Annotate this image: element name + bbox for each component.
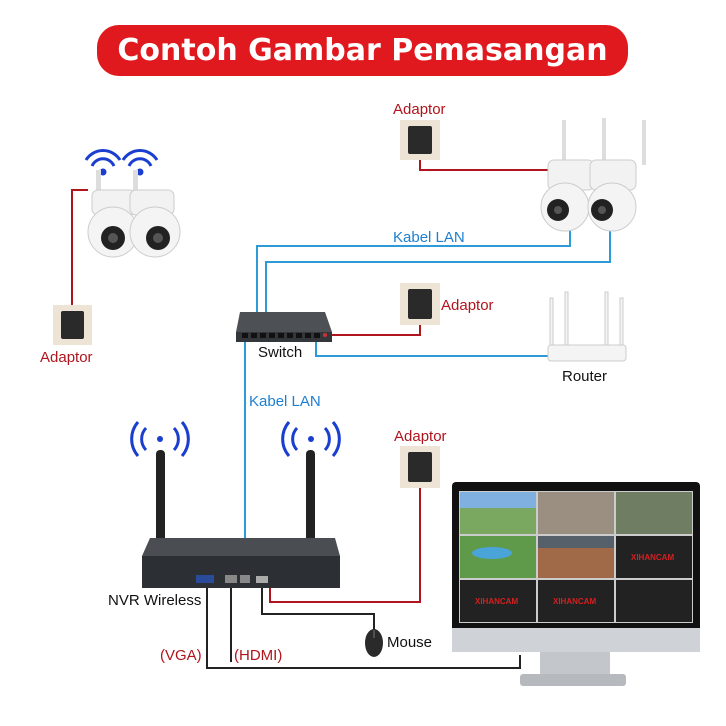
adaptor-label: Adaptor [393,101,446,118]
monitor-icon [452,482,700,686]
lan-cable-label: Kabel LAN [393,229,465,246]
adaptor-label: Adaptor [394,428,447,445]
lan-cable-router [315,335,548,357]
wifi-icon [130,421,341,457]
vga-cable [206,585,521,669]
lan-cable-cam2 [265,228,611,320]
power-cable-nvr [269,488,421,603]
adaptor-label: Adaptor [441,297,494,314]
nvr-label: NVR Wireless [108,592,202,609]
power-cable-left [71,189,88,305]
adaptor-icon [53,120,440,488]
power-cable-top [419,160,560,171]
camera-icon [87,170,181,258]
mouse-icon [365,629,383,657]
lan-cable-label: Kabel LAN [249,393,321,410]
wifi-icon [84,149,159,176]
lan-cable-cam1 [256,225,571,320]
diagram-title: Contoh Gambar Pemasangan [97,25,628,76]
camera-icon [540,118,646,232]
mouse-cable [261,585,375,630]
router-icon [547,291,627,362]
monitor-cell-label: XIHANCAM [475,597,519,606]
mouse-label: Mouse [387,634,433,651]
monitor-cell-label: XIHANCAM [553,597,597,606]
power-cable-switch [322,325,421,336]
hdmi-label: (HDMI) [234,647,283,664]
switch-icon [236,312,332,342]
router-label: Router [562,368,608,385]
monitor-cell-label: XIHANCAM [631,553,675,562]
vga-label: (VGA) [160,647,202,664]
nvr-icon [142,450,340,588]
adaptor-label: Adaptor [40,349,93,366]
switch-label: Switch [258,344,303,361]
